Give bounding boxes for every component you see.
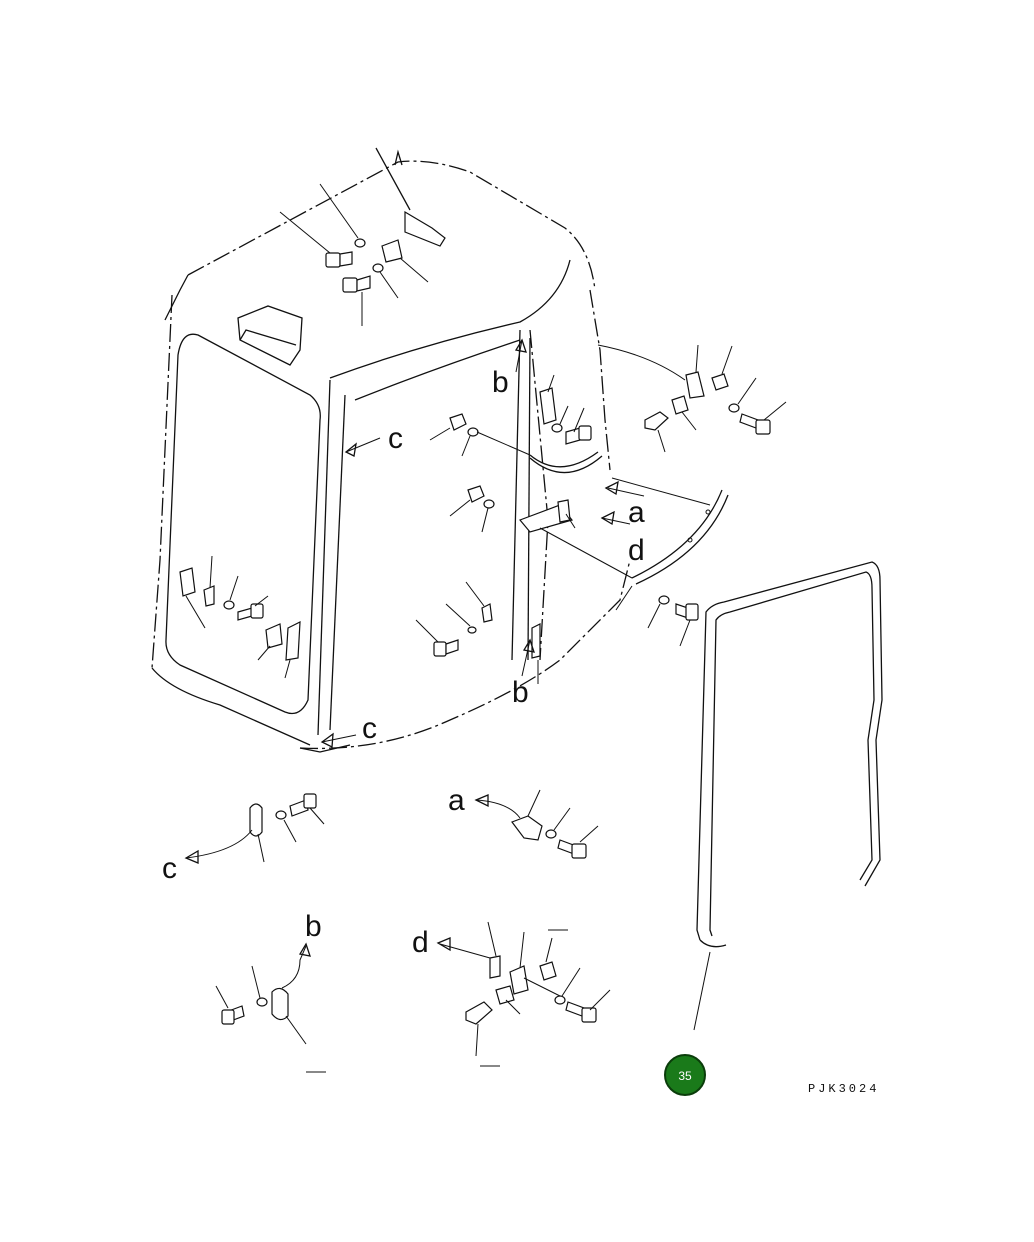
arrow-c-upper: [344, 437, 381, 457]
view-label-b-lower: b: [512, 676, 529, 709]
detail-label-b: b: [305, 910, 322, 943]
centre-bolt: [415, 619, 459, 657]
damper-washer: [647, 595, 670, 629]
pillar-bolt: [565, 407, 592, 445]
arrow-a-cab: [604, 480, 645, 497]
door-nut-1: [711, 345, 733, 391]
left-window-clip-2: [203, 555, 215, 607]
arrow-b-upper: [514, 338, 527, 373]
detail-label-a: a: [448, 784, 465, 817]
left-washer: [223, 575, 239, 610]
cab-outline: [151, 149, 631, 753]
centre-washer-1: [461, 427, 479, 457]
detail-view-a: [474, 789, 599, 859]
arrow-d-cab: [600, 510, 631, 526]
detail-view-c: [184, 793, 325, 864]
page-number: 35: [678, 1069, 692, 1083]
arrow-c-lower: [320, 732, 357, 749]
centre-nut-2: [449, 485, 485, 517]
view-label-b-upper: b: [492, 366, 509, 399]
centre-washer-2: [481, 499, 495, 533]
view-label-d-cab: d: [628, 534, 645, 567]
door-bolt: [739, 401, 787, 435]
arrow-b-lower: [521, 638, 535, 677]
door-cable: [597, 344, 686, 381]
centre-bracket: [518, 499, 576, 533]
left-bolt: [237, 595, 269, 621]
detail-view-b: [215, 942, 311, 1045]
centre-clip: [465, 581, 493, 623]
roof-bolt-2: [342, 275, 371, 326]
door-washer: [728, 377, 757, 413]
detail-label-c: c: [162, 852, 177, 885]
damper-bolt: [675, 603, 699, 647]
centre-rod: [476, 431, 603, 474]
view-label-a-cab: a: [628, 496, 645, 529]
roof-hinge-bracket: [375, 147, 446, 247]
view-label-c-upper: c: [388, 422, 403, 455]
detail-label-d: d: [412, 926, 429, 959]
door-nut-2: [671, 395, 697, 431]
page-number-badge: 35: [664, 1054, 706, 1096]
pillar-clip-b: [539, 374, 557, 425]
roof-washer-1: [319, 183, 366, 248]
centre-washer-3: [445, 603, 477, 634]
door-damper-bar: [539, 477, 729, 611]
left-window-clip-1: [179, 567, 206, 629]
pillar-washer: [551, 405, 569, 433]
door-stud: [644, 411, 669, 453]
door-seal: [693, 561, 883, 1031]
door-bracket: [685, 344, 705, 399]
roof-clip: [381, 239, 429, 283]
detail-view-d: [306, 921, 611, 1073]
roof-bolt-1: [279, 211, 353, 268]
centre-nut-1: [429, 413, 467, 441]
drawing-code: PJK3024: [808, 1082, 879, 1096]
roof-washer-2: [372, 263, 399, 299]
left-clip-lower: [257, 621, 301, 679]
view-label-c-lower: c: [362, 712, 377, 745]
pillar-bracket-lower: [531, 623, 541, 684]
